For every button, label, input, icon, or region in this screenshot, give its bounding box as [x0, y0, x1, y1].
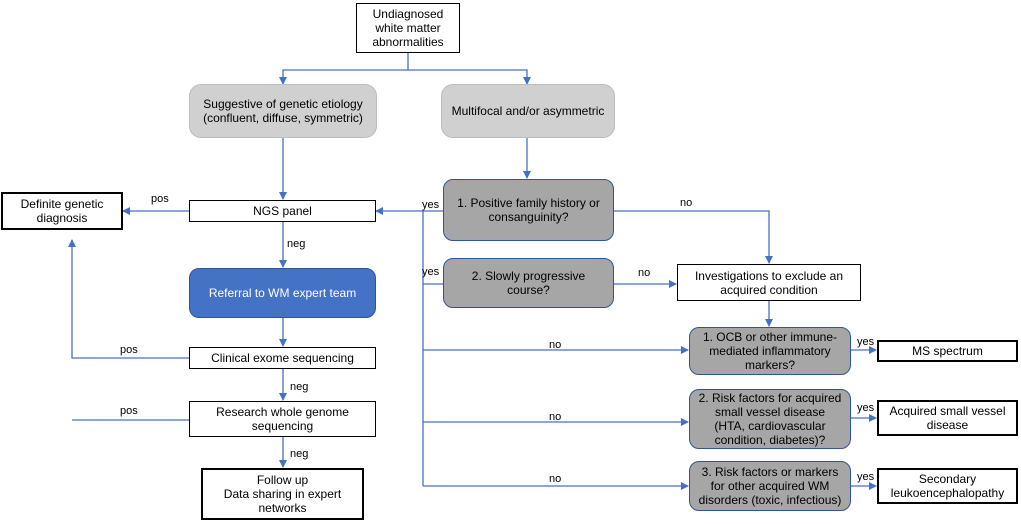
label-yes-risk-small: yes [857, 402, 875, 414]
label-pos-research: pos [120, 405, 138, 417]
risk-other-node: 3. Risk factors or markers for other acq… [689, 461, 851, 511]
label-neg-ngs: neg [287, 238, 306, 250]
definite-diagnosis-node: Definite genetic diagnosis [1, 192, 123, 230]
label-yes-ocb: yes [857, 336, 875, 348]
start-node-text: Undiagnosed white matter abnormalities [372, 7, 444, 49]
ngs-panel-text: NGS panel [253, 204, 312, 218]
investigations-node: Investigations to exclude an acquired co… [677, 264, 861, 301]
secondary-leuko-node: Secondary leukoencephalopathy [877, 468, 1018, 504]
ms-spectrum-text: MS spectrum [912, 344, 983, 358]
label-yes-risk-other: yes [857, 471, 875, 483]
research-genome-text: Research whole genome sequencing [216, 405, 349, 433]
ngs-panel-node: NGS panel [189, 200, 376, 222]
label-no-ocb: no [549, 339, 562, 351]
edge-clinical-pos-feedback [68, 239, 189, 359]
definite-diagnosis-text: Definite genetic diagnosis [20, 197, 104, 225]
investigations-text: Investigations to exclude an acquired co… [694, 268, 844, 297]
label-yes-slow: yes [422, 266, 440, 278]
slowly-progressive-node: 2. Slowly progressive course? [443, 258, 614, 308]
ocb-node: 1. OCB or other immune- mediated inflamm… [689, 327, 851, 375]
research-genome-node: Research whole genome sequencing [189, 401, 376, 437]
label-yes-family: yes [422, 199, 440, 211]
clinical-exome-node: Clinical exome sequencing [189, 347, 376, 369]
follow-up-node: Follow up Data sharing in expert network… [201, 468, 364, 520]
label-neg-research: neg [290, 448, 309, 460]
label-pos-ngs: pos [151, 193, 169, 205]
multifocal-node: Multifocal and/or asymmetric [441, 84, 615, 138]
multifocal-text: Multifocal and/or asymmetric [451, 104, 605, 118]
acquired-small-vessel-node: Acquired small vessel disease [877, 400, 1018, 436]
family-history-node: 1. Positive family history or consanguin… [443, 179, 614, 241]
start-node: Undiagnosed white matter abnormalities [356, 3, 460, 53]
slowly-progressive-text: 2. Slowly progressive course? [471, 269, 586, 297]
genetic-etiology-text: Suggestive of genetic etiology (confluen… [203, 97, 363, 125]
label-no-risk-small: no [549, 411, 562, 423]
follow-up-text: Follow up Data sharing in expert network… [223, 473, 342, 515]
acquired-small-vessel-text: Acquired small vessel disease [889, 404, 1006, 432]
label-no-risk-other: no [549, 473, 562, 485]
ocb-text: 1. OCB or other immune- mediated inflamm… [702, 330, 838, 372]
edge-family-no [614, 210, 773, 264]
family-history-text: 1. Positive family history or consanguin… [457, 196, 600, 224]
genetic-etiology-node: Suggestive of genetic etiology (confluen… [189, 84, 377, 138]
risk-small-vessel-node: 2. Risk factors for acquired small vesse… [689, 389, 851, 449]
edge-split-to-genetic [279, 69, 408, 85]
secondary-leuko-text: Secondary leukoencephalopathy [890, 472, 1005, 500]
referral-node: Referral to WM expert team [189, 268, 376, 318]
edge-split-to-multifocal [408, 69, 531, 85]
label-pos-clinical: pos [120, 344, 138, 356]
risk-other-text: 3. Risk factors or markers for other acq… [698, 465, 842, 507]
ms-spectrum-node: MS spectrum [877, 340, 1018, 362]
label-neg-clinical: neg [290, 381, 309, 393]
label-no-family: no [680, 197, 693, 209]
label-no-slow: no [638, 267, 651, 279]
clinical-exome-text: Clinical exome sequencing [211, 351, 354, 365]
referral-text: Referral to WM expert team [208, 286, 357, 300]
risk-small-vessel-text: 2. Risk factors for acquired small vesse… [698, 391, 842, 447]
